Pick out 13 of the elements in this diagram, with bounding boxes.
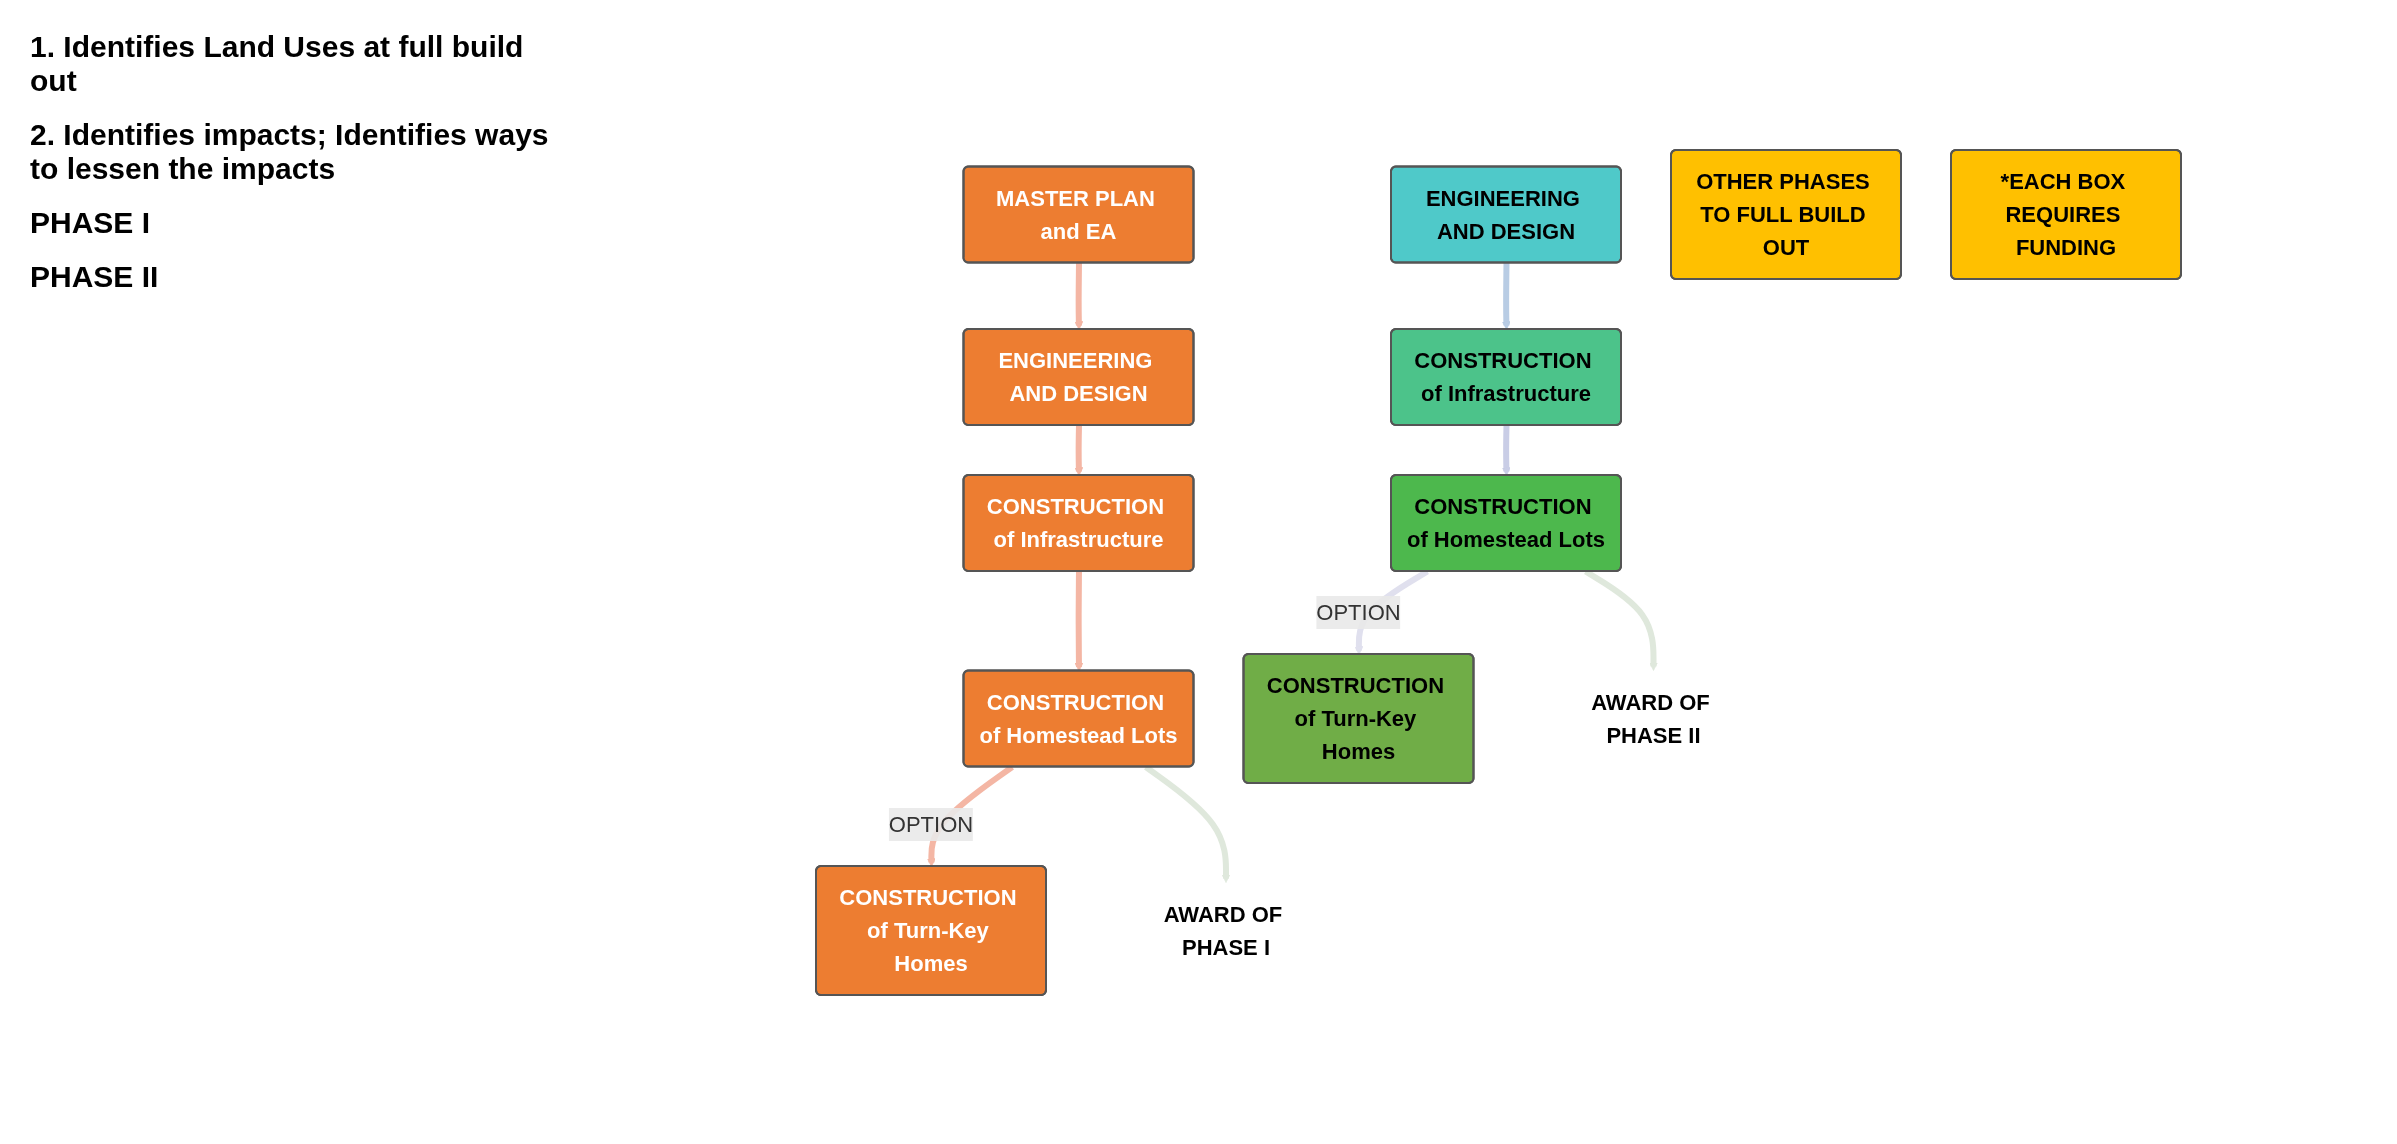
arrow — [1501, 262, 1511, 330]
note-text: PHASE I — [30, 206, 152, 240]
edge-label: OPTION — [1316, 599, 1401, 625]
node-text: AWARD OF PHASE I — [1163, 901, 1283, 959]
arrow — [1074, 570, 1084, 671]
note-text: 1. Identifies Land Uses at full build out — [30, 30, 525, 98]
node-text: AWARD OF PHASE II — [1591, 689, 1710, 747]
arrow — [1074, 262, 1084, 330]
note-text: PHASE II — [30, 260, 160, 294]
arrow — [1074, 424, 1084, 476]
edge-label: OPTION — [888, 811, 974, 837]
note-text: 2. Identifies impacts; Identifies ways to lessen the impacts — [30, 118, 550, 186]
arrow — [1501, 424, 1511, 476]
